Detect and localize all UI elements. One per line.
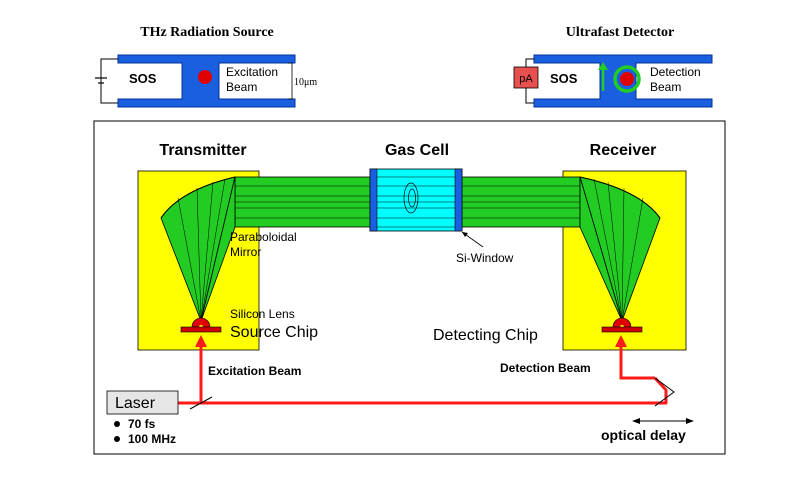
excitation-beam-label: Excitation Beam bbox=[208, 364, 301, 378]
source-chip-assembly bbox=[180, 317, 222, 333]
detection-label-2: Beam bbox=[650, 80, 681, 94]
dimension-bracket bbox=[288, 62, 293, 100]
si-window-label: Si-Window bbox=[456, 251, 514, 265]
meter-label: pA bbox=[519, 73, 533, 85]
paraboloidal-mirror-left bbox=[160, 176, 236, 219]
dimension-label: 10μm bbox=[294, 77, 317, 88]
detector-inset-title: Ultrafast Detector bbox=[566, 25, 674, 40]
source-inset: THz Radiation Source SOS Excitation Beam… bbox=[95, 25, 317, 108]
source-excitation-label-2: Beam bbox=[226, 80, 257, 94]
detector-sos-label: SOS bbox=[550, 71, 578, 86]
source-inset-title: THz Radiation Source bbox=[140, 25, 274, 40]
source-excitation-label-1: Excitation bbox=[226, 65, 278, 79]
laser-label: Laser bbox=[115, 395, 156, 412]
silicon-lens-left bbox=[191, 317, 211, 328]
receiver-cone bbox=[579, 176, 661, 323]
excitation-beam-arrow bbox=[195, 335, 207, 347]
detecting-chip-label: Detecting Chip bbox=[433, 327, 538, 344]
mirror-label-1: Paraboloidal bbox=[230, 230, 297, 244]
source-chip bbox=[180, 326, 222, 333]
delay-retroreflector-icon bbox=[654, 377, 675, 407]
source-sos-label: SOS bbox=[129, 71, 157, 86]
gas-molecule-icon bbox=[403, 182, 419, 214]
si-window-left bbox=[369, 168, 378, 232]
detector-spot bbox=[620, 72, 634, 86]
beam-splitter-icon bbox=[189, 396, 213, 410]
gas-cell-body bbox=[369, 168, 463, 232]
detection-beam-line bbox=[619, 345, 655, 380]
transmitter-title: Transmitter bbox=[159, 142, 246, 159]
ammeter-icon bbox=[513, 66, 539, 89]
laser-beam-path bbox=[178, 335, 675, 410]
laser-box bbox=[106, 390, 179, 415]
laser-main-beam bbox=[178, 376, 668, 405]
silicon-lens-label: Silicon Lens bbox=[230, 307, 295, 321]
mirror-label-2: Mirror bbox=[230, 245, 261, 259]
transmitter-cone bbox=[160, 176, 236, 323]
receiver-title: Receiver bbox=[590, 142, 657, 159]
paraboloidal-mirror-right bbox=[579, 176, 661, 219]
silicon-lens-right bbox=[612, 317, 632, 328]
laser-spec-pulse: 70 fs bbox=[128, 417, 156, 431]
optical-delay-label: optical delay bbox=[601, 427, 686, 443]
detection-label-1: Detection bbox=[650, 65, 701, 79]
detection-beam-arrow bbox=[615, 335, 627, 347]
source-excitation-spot bbox=[198, 70, 212, 84]
source-chip-label: Source Chip bbox=[230, 324, 318, 341]
bullet-icon bbox=[114, 436, 120, 442]
thz-field-ring bbox=[613, 65, 641, 93]
detector-chip-assembly bbox=[601, 317, 643, 333]
detecting-chip bbox=[601, 326, 643, 333]
si-window-right bbox=[454, 168, 463, 232]
detection-beam-label: Detection Beam bbox=[500, 361, 591, 375]
bullet-icon bbox=[114, 421, 120, 427]
detector-inset: Ultrafast Detector SOS Detection Beam pA bbox=[513, 25, 713, 108]
laser-spec-rate: 100 MHz bbox=[128, 432, 176, 446]
meter-wire bbox=[525, 58, 534, 67]
gas-cell-title: Gas Cell bbox=[385, 142, 449, 159]
bias-wire bbox=[100, 58, 118, 104]
gas-cell bbox=[369, 168, 463, 232]
